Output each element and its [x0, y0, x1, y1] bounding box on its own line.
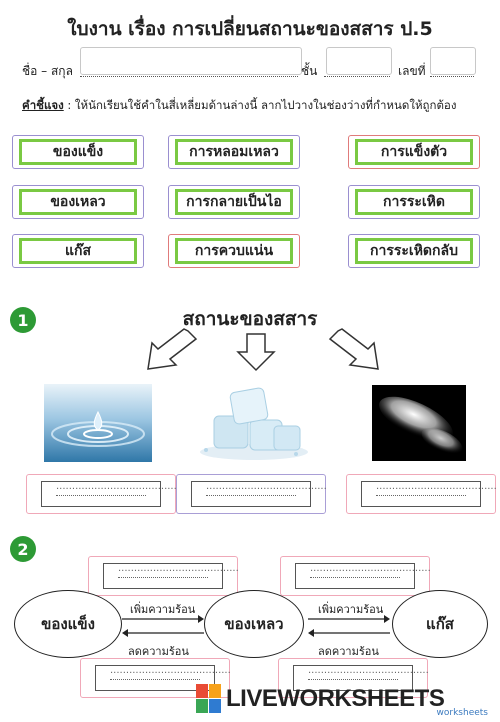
state-drop-zone-3[interactable]: ......................................: [346, 474, 497, 514]
word-card-gas[interactable]: แก๊ส: [12, 234, 144, 268]
state-answer-box[interactable]: ......................................: [191, 481, 327, 507]
word-card-evaporation[interactable]: การกลายเป็นไอ: [168, 185, 300, 219]
heat-remove-label-2: ลดความร้อน: [318, 645, 379, 658]
state-drop-zone-2[interactable]: ......................................: [176, 474, 327, 514]
heat-remove-label-1: ลดความร้อน: [128, 645, 189, 658]
word-card-solid[interactable]: ของแข็ง: [12, 135, 144, 169]
section1-title: สถานะของสสาร: [182, 308, 318, 330]
process-drop-zone-top-1[interactable]: ......................................: [88, 556, 239, 596]
word-card-sublimation[interactable]: การระเหิด: [348, 185, 480, 219]
liveworksheets-logo: LIVEWORKSHEETS worksheets: [196, 682, 496, 718]
word-card-label: การหลอมเหลว: [175, 139, 293, 165]
state-ellipse-solid: ของแข็ง: [14, 590, 122, 658]
ice-cubes-image: [192, 380, 312, 464]
state-answer-box[interactable]: ......................................: [41, 481, 177, 507]
liveworksheets-brand-text: LIVEWORKSHEETS: [226, 685, 445, 712]
answer-placeholder: ......................................: [118, 563, 239, 574]
word-card-label: การแข็งตัว: [355, 139, 473, 165]
answer-dotline: [118, 577, 208, 578]
water-drop-image: [44, 384, 152, 462]
steam-image: [372, 385, 466, 461]
state-ellipse-liquid: ของเหลว: [204, 590, 304, 658]
instruction-text: : ให้นักเรียนใช้คำในสี่เหลี่ยมด้านล่างนี…: [63, 98, 457, 112]
live-badge-icon: [196, 684, 221, 713]
arrow-left-icon: [122, 629, 204, 637]
student-info-row: ชื่อ – สกุล ชั้น เลขที่: [22, 47, 482, 86]
process-answer-box[interactable]: ......................................: [95, 665, 231, 691]
number-input[interactable]: [430, 47, 476, 75]
word-card-deposition[interactable]: การระเหิดกลับ: [348, 234, 480, 268]
arrow-left-icon: [308, 629, 390, 637]
instruction-label: คำชี้แจง: [22, 98, 64, 112]
section-badge-2: 2: [10, 536, 36, 562]
answer-placeholder: ......................................: [206, 481, 327, 492]
word-card-freezing[interactable]: การแข็งตัว: [348, 135, 480, 169]
name-dotline: [80, 76, 298, 77]
class-label: ชั้น: [301, 64, 318, 78]
process-answer-box[interactable]: ......................................: [103, 563, 239, 589]
word-card-label: การระเหิดกลับ: [355, 238, 473, 264]
ice-cube-icon: [192, 380, 312, 464]
arrow-down-left-icon: [147, 328, 198, 370]
answer-dotline: [310, 577, 400, 578]
answer-dotline: [110, 679, 200, 680]
instruction: คำชี้แจง : ให้นักเรียนใช้คำในสี่เหลี่ยมด…: [22, 97, 456, 115]
class-dotline: [324, 76, 390, 77]
heat-add-label-1: เพิ่มความร้อน: [130, 603, 196, 616]
word-card-liquid[interactable]: ของเหลว: [12, 185, 144, 219]
answer-placeholder: ......................................: [310, 563, 431, 574]
answer-placeholder: ......................................: [56, 481, 177, 492]
word-card-melting[interactable]: การหลอมเหลว: [168, 135, 300, 169]
class-input[interactable]: [326, 47, 392, 75]
process-answer-box[interactable]: ......................................: [295, 563, 431, 589]
water-drop-icon: [44, 384, 152, 462]
arrow-down-right-icon: [328, 328, 379, 370]
word-card-label: การกลายเป็นไอ: [175, 189, 293, 215]
process-drop-zone-bottom-2[interactable]: ......................................: [278, 658, 429, 698]
state-drop-zone-1[interactable]: ......................................: [26, 474, 177, 514]
word-card-condensation[interactable]: การควบแน่น: [168, 234, 300, 268]
number-dotline: [430, 76, 474, 77]
liveworksheets-sub-text: worksheets: [436, 708, 488, 718]
state-answer-box[interactable]: ......................................: [361, 481, 497, 507]
word-card-label: แก๊ส: [19, 238, 137, 264]
steam-icon: [372, 385, 466, 461]
state-ellipse-gas: แก๊ส: [392, 590, 488, 658]
name-label: ชื่อ – สกุล: [22, 64, 73, 78]
arrow-right-icon: [122, 615, 204, 623]
word-card-label: ของแข็ง: [19, 139, 137, 165]
answer-dotline: [308, 679, 398, 680]
section-badge-1: 1: [10, 307, 36, 333]
name-input[interactable]: [80, 47, 302, 75]
arrow-down-icon: [236, 333, 276, 372]
answer-placeholder: ......................................: [110, 665, 231, 676]
word-card-label: การระเหิด: [355, 189, 473, 215]
word-card-label: ของเหลว: [19, 189, 137, 215]
word-card-label: การควบแน่น: [175, 238, 293, 264]
answer-dotline: [206, 495, 296, 496]
answer-placeholder: ......................................: [308, 665, 429, 676]
number-label: เลขที่: [398, 64, 426, 78]
process-answer-box[interactable]: ......................................: [293, 665, 429, 691]
worksheet-title: ใบงาน เรื่อง การเปลี่ยนสถานะของสสาร ป.5: [67, 18, 433, 40]
answer-dotline: [376, 495, 466, 496]
answer-placeholder: ......................................: [376, 481, 497, 492]
heat-add-label-2: เพิ่มความร้อน: [318, 603, 384, 616]
arrow-right-icon: [308, 615, 390, 623]
process-drop-zone-top-2[interactable]: ......................................: [280, 556, 431, 596]
answer-dotline: [56, 495, 146, 496]
